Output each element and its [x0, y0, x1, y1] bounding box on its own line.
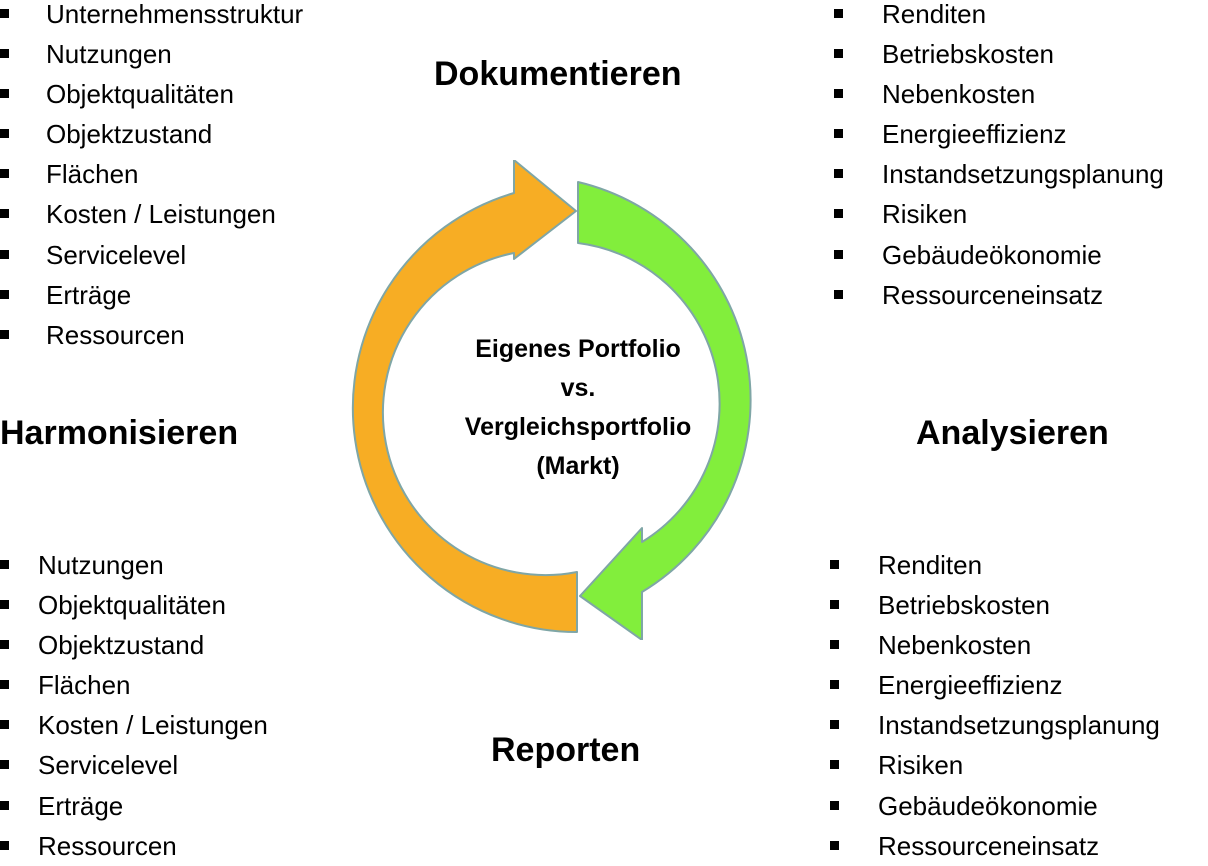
list-item-label: Flächen: [38, 670, 131, 701]
bullet-icon: [830, 720, 839, 730]
bullet-icon: [0, 249, 9, 259]
orange-cycle-arrow: [351, 160, 578, 633]
list-item-label: Ressourceneinsatz: [878, 830, 1100, 861]
list-item-label: Ressourcen: [46, 319, 185, 350]
center-line-4: (Markt): [536, 452, 620, 480]
center-line-3: Vergleichsportfolio: [464, 413, 692, 441]
bullet-icon: [834, 249, 843, 259]
bullet-icon: [0, 129, 9, 139]
list-item-label: Flächen: [46, 159, 139, 190]
list-item-label: Objektqualitäten: [46, 79, 234, 110]
bullet-icon: [0, 289, 9, 299]
list-item-label: Kosten / Leistungen: [46, 199, 276, 230]
bullet-icon: [834, 209, 843, 219]
center-label: Eigenes Portfolio vs. Vergleichsportfoli…: [430, 330, 726, 486]
list-item-label: Unternehmensstruktur: [46, 0, 304, 29]
list-item-label: Betriebskosten: [878, 590, 1050, 621]
list-item-label: Risiken: [878, 750, 964, 781]
bullet-icon: [830, 760, 839, 770]
bullet-icon: [0, 600, 9, 610]
bullet-icon: [834, 129, 843, 139]
list-item-label: Nebenkosten: [878, 630, 1032, 661]
bullet-icon: [0, 89, 9, 99]
bullet-icon: [0, 640, 9, 650]
list-item-label: Risiken: [882, 199, 968, 230]
list-item-label: Renditen: [878, 550, 983, 580]
list-item-label: Kosten / Leistungen: [38, 710, 268, 741]
list-item-label: Gebäudeökonomie: [878, 790, 1098, 821]
bullet-icon: [834, 89, 843, 99]
list-item-label: Ressourcen: [38, 830, 177, 861]
list-item-label: Gebäudeökonomie: [882, 239, 1102, 270]
stage-reporten-heading: Reporten: [491, 731, 641, 769]
stage-harmonisieren-heading: Harmonisieren: [0, 414, 239, 452]
list-item-label: Instandsetzungsplanung: [882, 159, 1164, 190]
center-line-2: vs.: [560, 374, 596, 402]
bullet-icon: [0, 680, 9, 690]
bullet-icon: [830, 640, 839, 650]
bullet-icon: [834, 49, 843, 59]
list-item-label: Nebenkosten: [882, 79, 1036, 110]
list-item-label: Betriebskosten: [882, 39, 1054, 70]
bullet-icon: [0, 840, 9, 850]
bullet-icon: [830, 600, 839, 610]
stage-analysieren-heading: Analysieren: [916, 414, 1109, 452]
bullet-icon: [834, 9, 843, 18]
bullet-icon: [830, 840, 839, 850]
list-item-label: Objektqualitäten: [38, 590, 226, 621]
bullet-icon: [0, 760, 9, 770]
stage-dokumentieren-heading: Dokumentieren: [434, 55, 682, 93]
list-item-label: Nutzungen: [38, 550, 164, 580]
list-item-label: Energieeffizienz: [878, 670, 1063, 701]
bullet-icon: [0, 560, 9, 569]
list-item-label: Erträge: [46, 279, 132, 310]
bullet-icon: [0, 329, 9, 339]
list-item-label: Objektzustand: [38, 630, 205, 661]
center-line-1: Eigenes Portfolio: [475, 335, 681, 363]
bullet-icon: [0, 49, 9, 59]
list-item-label: Ressourceneinsatz: [882, 279, 1104, 310]
bullet-icon: [830, 680, 839, 690]
green-cycle-arrow: [577, 181, 752, 640]
bullet-icon: [834, 289, 843, 299]
bullet-icon: [830, 560, 839, 569]
list-item-label: Renditen: [882, 0, 987, 29]
list-item-label: Servicelevel: [38, 750, 179, 781]
list-item-label: Servicelevel: [46, 239, 187, 270]
list-item-label: Erträge: [38, 790, 124, 821]
bullet-icon: [834, 169, 843, 179]
list-item-label: Instandsetzungsplanung: [878, 710, 1160, 741]
bullet-icon: [830, 800, 839, 810]
bullet-icon: [0, 169, 9, 179]
bullet-icon: [0, 800, 9, 810]
list-item-label: Nutzungen: [46, 39, 172, 70]
list-item-label: Energieeffizienz: [882, 119, 1067, 150]
list-item-label: Objektzustand: [46, 119, 213, 150]
bullet-icon: [0, 209, 9, 219]
bullet-icon: [0, 9, 9, 18]
cycle-arrows: [351, 160, 752, 640]
bullet-icon: [0, 720, 9, 730]
